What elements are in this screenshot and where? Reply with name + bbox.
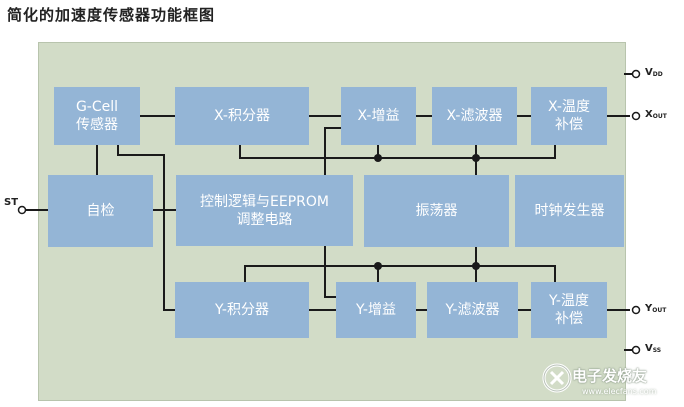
pin-label-st: ST: [4, 197, 19, 208]
block-y-integrator: Y-积分器: [175, 282, 309, 338]
block-x-temp-compensation: X-温度 补偿: [531, 87, 607, 145]
junction-y-filter: [472, 262, 480, 270]
junction-x-gain: [374, 154, 382, 162]
block-self-test: 自检: [48, 175, 153, 247]
watermark-url: www.elecfans.com: [582, 387, 657, 396]
block-x-integrator: X-积分器: [175, 87, 309, 145]
diagram-title: 简化的加速度传感器功能框图: [7, 6, 216, 24]
wire-y-bus: [244, 265, 556, 282]
pin-st-terminal: [17, 205, 27, 215]
block-oscillator: 振荡器: [364, 175, 509, 247]
wire-control-y-gain: [324, 246, 336, 298]
block-clock-generator: 时钟发生器: [515, 175, 624, 247]
block-y-filter: Y-滤波器: [427, 282, 518, 338]
elecfans-logo-icon: [542, 363, 572, 393]
pin-label-xout: XOUT: [645, 109, 667, 120]
block-y-gain: Y-增益: [336, 282, 416, 338]
junction-y-gain: [374, 262, 382, 270]
pin-xout-terminal: [631, 111, 641, 121]
pin-label-yout: YOUT: [645, 303, 667, 314]
block-y-temp-compensation: Y-温度 补偿: [531, 282, 607, 338]
pin-label-vss: VSS: [645, 343, 662, 354]
wire-control-x-gain: [324, 127, 341, 175]
wire-gcell-y-integrator: [117, 145, 175, 311]
pin-vdd-terminal: [631, 69, 641, 79]
block-gcell-sensor: G-Cell 传感器: [54, 87, 140, 145]
block-x-gain: X-增益: [341, 87, 416, 145]
block-x-filter: X-滤波器: [432, 87, 517, 145]
junction-x-filter: [472, 154, 480, 162]
watermark-text: 电子发烧友: [572, 367, 648, 385]
pin-vss-terminal: [631, 345, 641, 355]
pin-yout-terminal: [631, 305, 641, 315]
pin-label-vdd: VDD: [645, 67, 663, 78]
wire-x-bus: [239, 145, 556, 159]
block-control-logic-eeprom: 控制逻辑与EEPROM 调整电路: [176, 175, 353, 246]
